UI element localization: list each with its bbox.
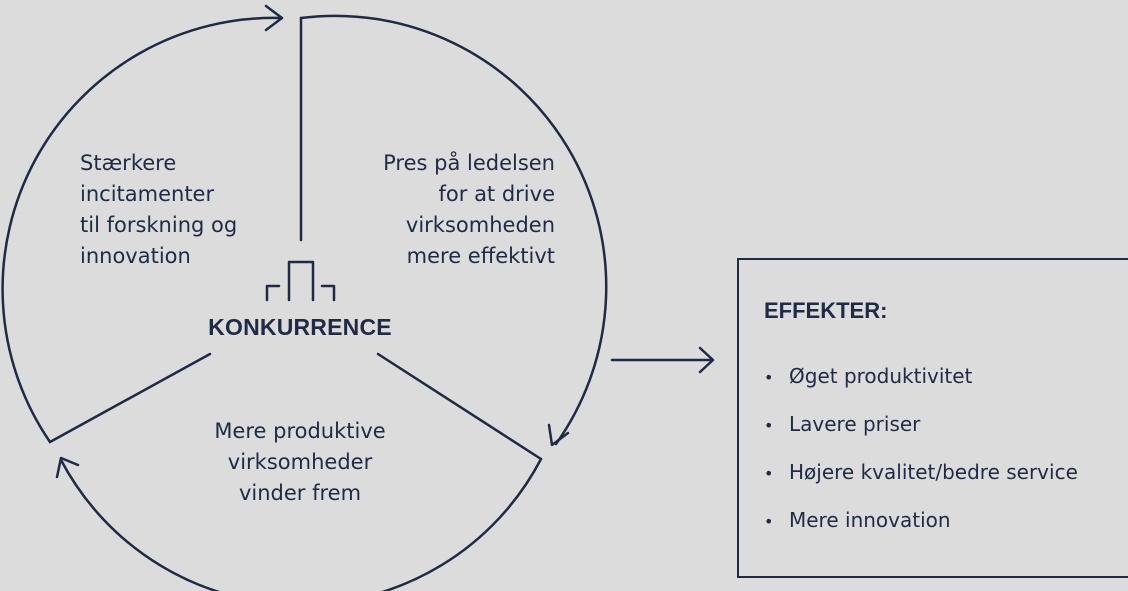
list-item: • Lavere priser [764, 412, 1078, 460]
competition-cycle-diagram [1, 4, 715, 591]
list-item: • Øget produktivitet [764, 364, 1078, 412]
effect-text: Øget produktivitet [789, 364, 973, 388]
bullet-icon: • [764, 512, 774, 531]
arc-top-left [1, 16, 284, 444]
effect-text: Mere innovation [789, 508, 951, 532]
bullet-icon: • [764, 368, 774, 387]
list-item: • Mere innovation [764, 508, 1078, 556]
buildings-icon [265, 260, 336, 302]
effect-text: Højere kvalitet/bedre service [789, 460, 1078, 484]
effects-list: • Øget produktivitet • Lavere priser • Høje… [764, 364, 1078, 556]
effects-box: EFFEKTER: • Øget produktivitet • Lavere pr… [737, 258, 1128, 578]
label-research-incentives: Stærkere incitamenter til forskning og i… [80, 151, 238, 268]
effects-title: EFFEKTER: [764, 298, 888, 323]
bullet-icon: • [764, 464, 774, 483]
list-item: • Højere kvalitet/bedre service [764, 460, 1078, 508]
arc-bottom [59, 457, 543, 591]
divider-right [376, 352, 543, 461]
effects-arrowhead [698, 346, 715, 374]
arc-right [299, 14, 608, 446]
arrowhead-top-left [264, 4, 284, 32]
arrowhead-right [547, 423, 570, 447]
label-management-pressure: Pres på ledelsen for at drive virksomhed… [383, 151, 555, 268]
effect-text: Lavere priser [789, 412, 921, 436]
divider-left [48, 352, 212, 444]
bullet-icon: • [764, 416, 774, 435]
center-title: KONKURRENCE [208, 314, 392, 340]
arrowhead-bottom [55, 456, 80, 479]
label-productive-firms: Mere produktive virksomheder vinder frem [214, 419, 386, 505]
